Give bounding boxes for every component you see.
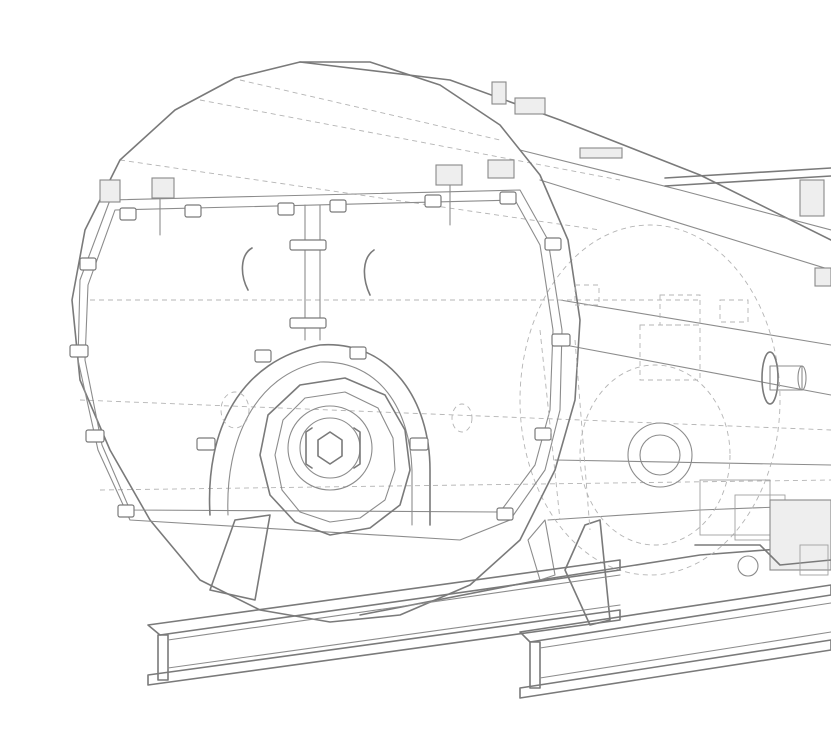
lug bbox=[289, 317, 327, 329]
valve bbox=[491, 81, 507, 105]
gauge-block bbox=[814, 267, 831, 287]
hinge-block bbox=[151, 177, 175, 199]
support-stand bbox=[209, 514, 611, 626]
lug bbox=[85, 429, 105, 443]
hidden-detail bbox=[220, 284, 749, 531]
lug bbox=[184, 204, 202, 218]
lug bbox=[117, 504, 135, 518]
lug bbox=[254, 349, 272, 363]
lug bbox=[496, 507, 514, 521]
side-nozzle bbox=[761, 351, 807, 405]
lug bbox=[551, 333, 571, 347]
lug bbox=[289, 239, 327, 251]
lug bbox=[544, 237, 562, 251]
burner-port bbox=[208, 344, 431, 536]
handle bbox=[241, 247, 253, 291]
lug bbox=[409, 437, 429, 451]
boiler-shell bbox=[79, 61, 831, 616]
lug bbox=[79, 257, 97, 271]
lug bbox=[69, 344, 89, 358]
handle bbox=[363, 249, 375, 296]
lug bbox=[499, 191, 517, 205]
lug bbox=[534, 427, 552, 441]
gauge-block bbox=[799, 179, 825, 217]
manhole-cover bbox=[579, 147, 623, 159]
skid-beam-left bbox=[147, 559, 621, 686]
front-door bbox=[71, 61, 581, 623]
lug bbox=[277, 202, 295, 216]
lug bbox=[196, 437, 216, 451]
hinge-block bbox=[487, 159, 515, 179]
hinge-block bbox=[435, 164, 463, 186]
top-fittings bbox=[99, 81, 831, 287]
burner-box bbox=[769, 499, 831, 571]
lug bbox=[424, 194, 442, 208]
hinge-block bbox=[99, 179, 121, 203]
lug bbox=[329, 199, 347, 213]
lug bbox=[119, 207, 137, 221]
skid-beam-right bbox=[519, 584, 831, 699]
door-lugs bbox=[69, 191, 571, 521]
burner-assembly bbox=[627, 422, 831, 577]
lug bbox=[349, 346, 367, 360]
valve bbox=[514, 97, 546, 115]
